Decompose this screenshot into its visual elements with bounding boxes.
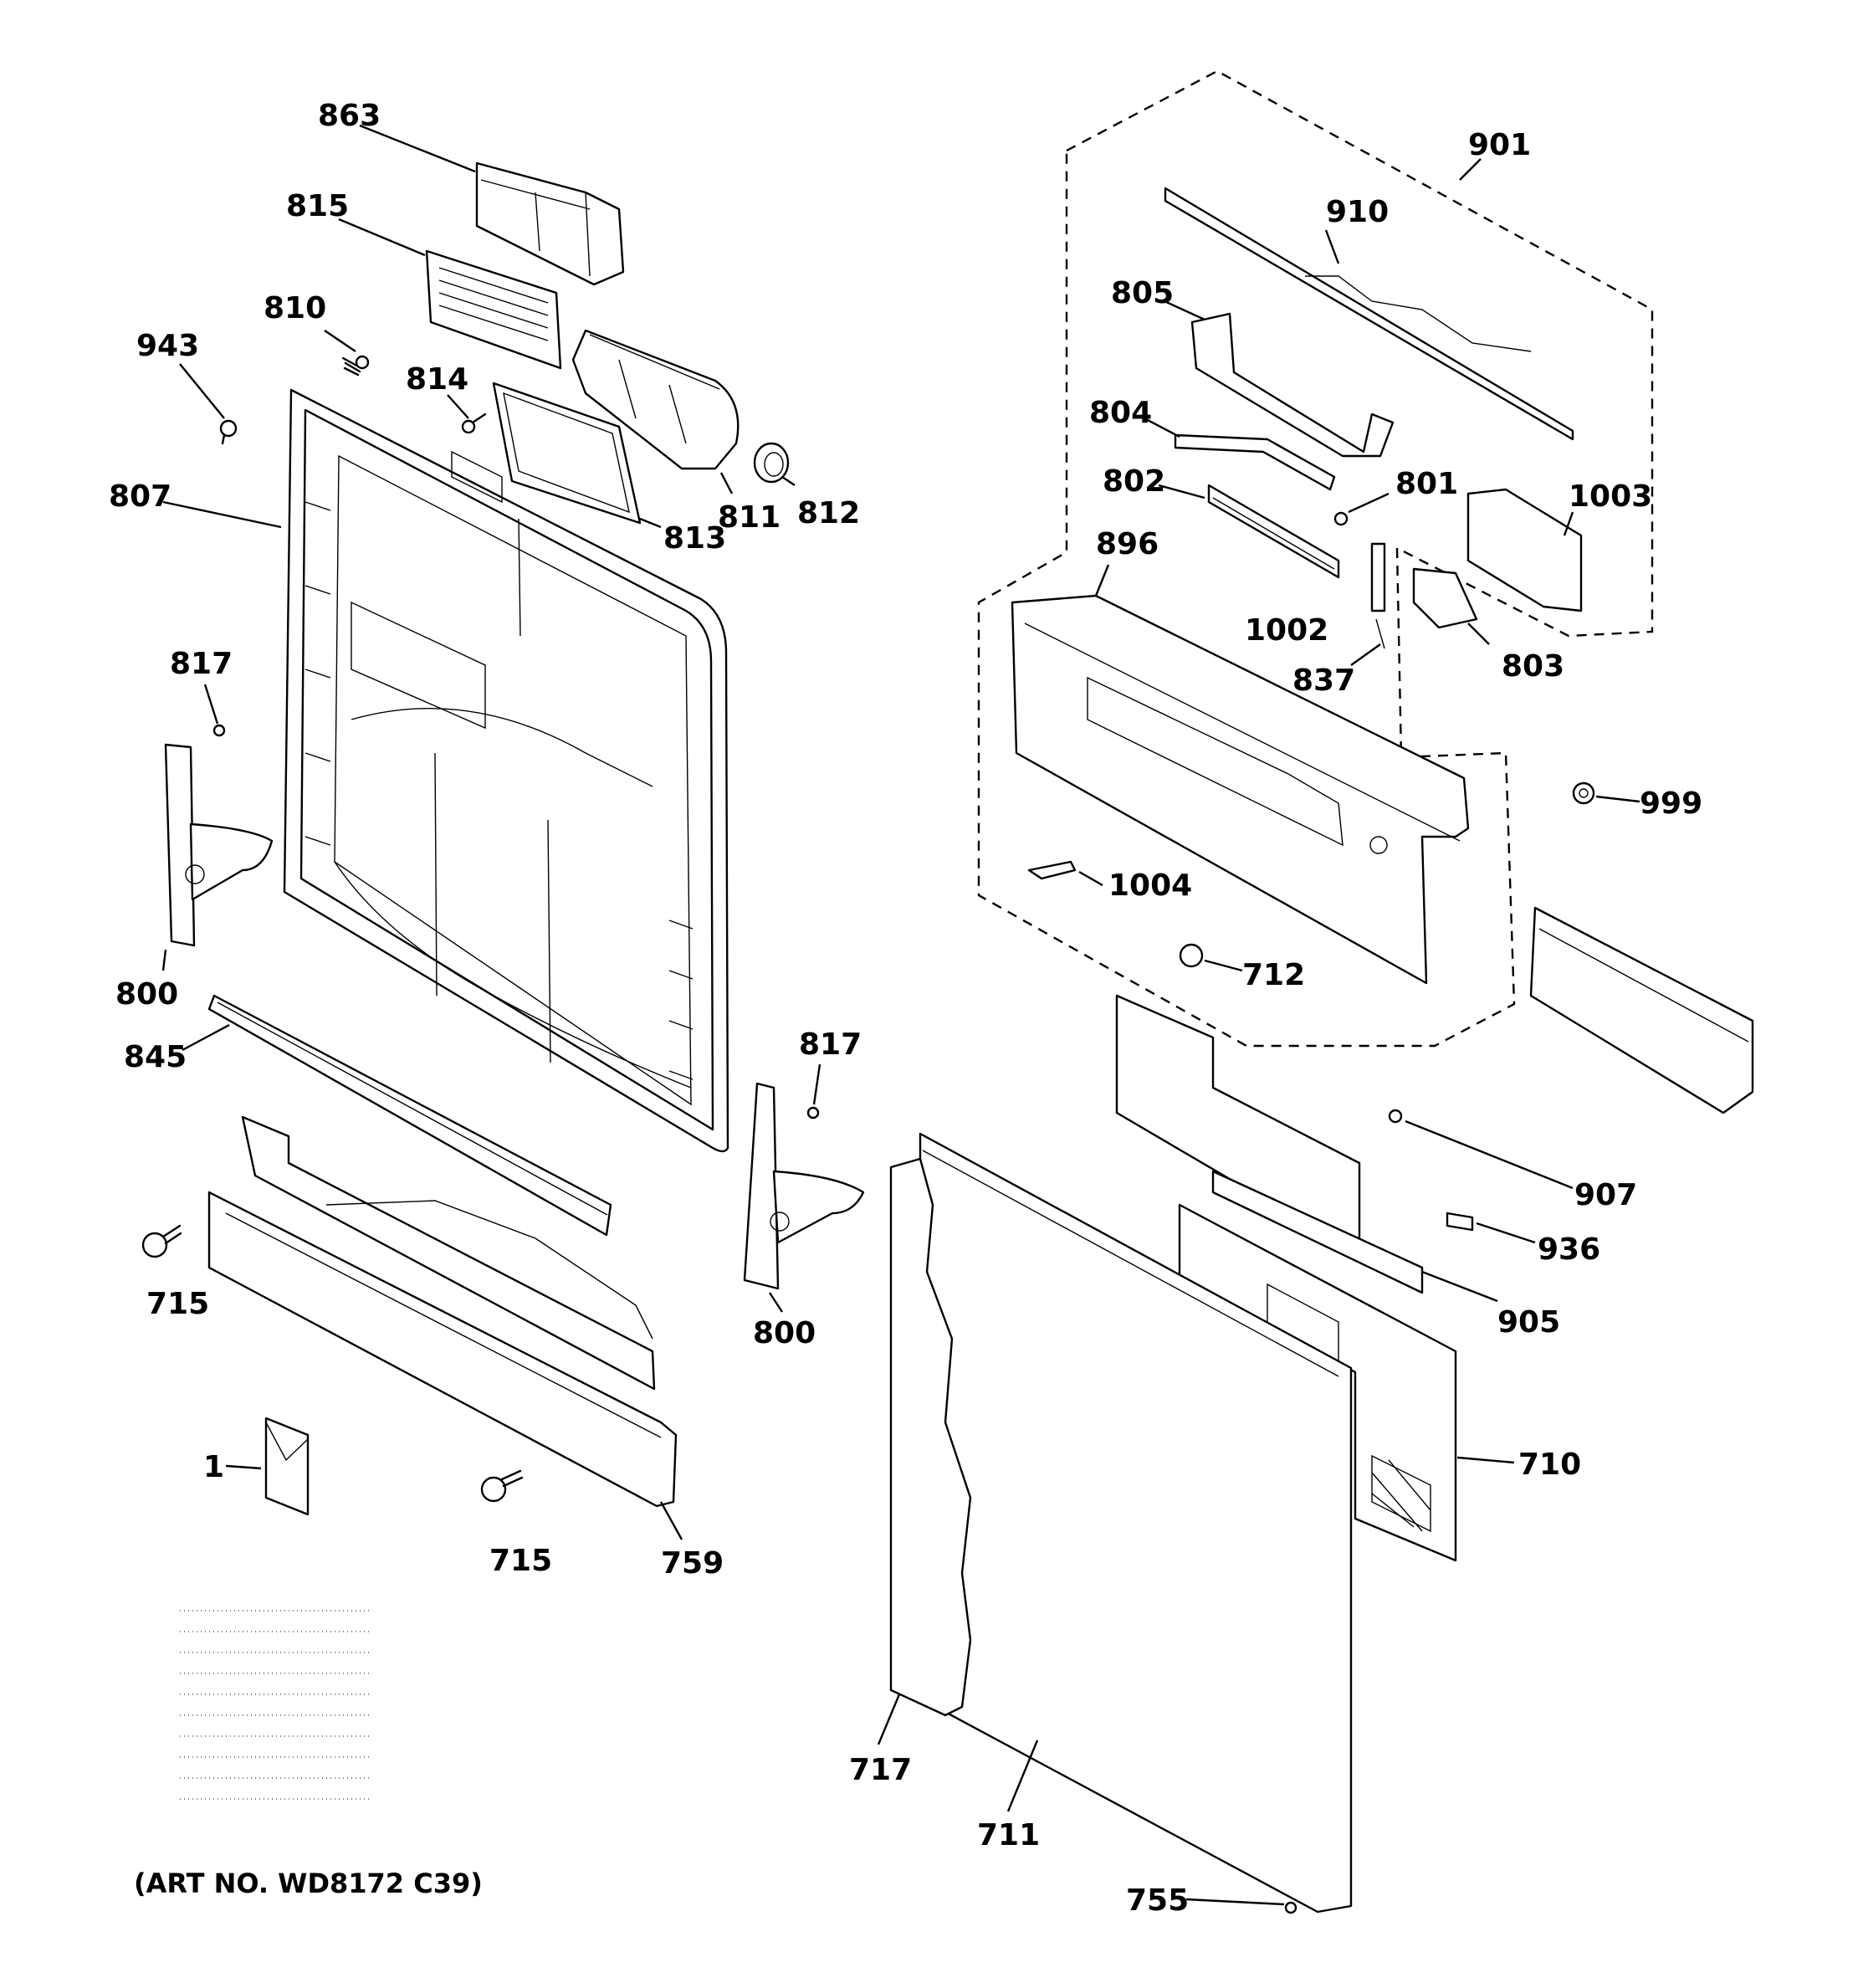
- label-910: 910: [1326, 195, 1389, 229]
- literature-packet: [264, 1417, 310, 1516]
- control-kit-boundary: [977, 69, 1654, 1048]
- label-814: 814: [406, 362, 468, 397]
- door-switch: [1370, 542, 1386, 649]
- label-815: 815: [286, 189, 349, 223]
- label-811: 811: [718, 500, 781, 535]
- screw-755: [1284, 1901, 1297, 1914]
- label-801: 801: [1395, 467, 1458, 501]
- vent-housing: [571, 329, 740, 470]
- label-837: 837: [1292, 664, 1355, 698]
- label-901: 901: [1468, 128, 1531, 162]
- screw-943: [219, 419, 238, 445]
- label-936: 936: [1538, 1232, 1600, 1267]
- label-1002: 1002: [1245, 613, 1328, 648]
- vent-cover: [475, 161, 625, 286]
- vent-grille: [425, 249, 562, 370]
- label-755: 755: [1126, 1883, 1189, 1918]
- label-943: 943: [136, 329, 199, 363]
- label-800-left: 800: [115, 977, 178, 1012]
- label-1: 1: [203, 1450, 224, 1484]
- screw-712: [1179, 943, 1204, 968]
- hinge-right: [743, 1082, 865, 1290]
- nut-999: [1572, 781, 1595, 805]
- hinge-left: [164, 743, 274, 947]
- control-panel: [1011, 594, 1470, 985]
- art-number-caption: (ART NO. WD8172 C39): [134, 1868, 483, 1899]
- label-812: 812: [797, 496, 860, 530]
- label-759: 759: [661, 1546, 724, 1581]
- toe-panel: [207, 1115, 678, 1508]
- label-1004: 1004: [1108, 868, 1192, 903]
- label-807: 807: [109, 479, 171, 514]
- screw-814: [461, 412, 487, 434]
- label-717: 717: [849, 1753, 912, 1787]
- screw-801: [1333, 511, 1349, 526]
- screw-817-left: [212, 724, 226, 737]
- label-710: 710: [1518, 1447, 1581, 1482]
- label-817-left: 817: [170, 647, 233, 681]
- label-1003: 1003: [1569, 479, 1652, 514]
- trim-channel: [1529, 906, 1754, 1114]
- door-latch: [1412, 567, 1478, 629]
- latch-frame: [1190, 312, 1395, 458]
- main-control-board: [1115, 994, 1424, 1294]
- latch-bracket: [1174, 433, 1336, 491]
- label-813: 813: [663, 521, 726, 556]
- label-715-right: 715: [489, 1544, 552, 1578]
- label-817-right: 817: [799, 1027, 862, 1062]
- latch-rail: [1207, 484, 1340, 579]
- label-712: 712: [1242, 958, 1305, 992]
- label-863: 863: [318, 99, 381, 133]
- screw-817-right: [806, 1106, 820, 1120]
- side-trim: [889, 1157, 972, 1717]
- control-bracket: [1164, 187, 1574, 441]
- label-711: 711: [977, 1818, 1040, 1852]
- label-804: 804: [1089, 396, 1152, 430]
- screw-907: [1388, 1109, 1403, 1124]
- outer-door-panel: [919, 1132, 1353, 1914]
- label-907: 907: [1574, 1178, 1637, 1212]
- label-845: 845: [124, 1040, 187, 1074]
- screw-715-left: [141, 1224, 182, 1258]
- connector-936: [1446, 1212, 1474, 1232]
- vent-gasket: [492, 382, 642, 525]
- label-805: 805: [1111, 276, 1174, 310]
- inner-door-liner: [283, 388, 729, 1153]
- dotted-area: [180, 1610, 372, 1800]
- screw-810: [341, 355, 370, 377]
- control-board: [1466, 488, 1583, 612]
- label-803: 803: [1502, 649, 1564, 684]
- clip-1004: [1027, 860, 1077, 880]
- label-896: 896: [1096, 527, 1159, 561]
- vent-knob: [753, 442, 790, 484]
- label-800-right: 800: [753, 1316, 816, 1350]
- door-strip: [207, 994, 612, 1237]
- label-715-left: 715: [146, 1287, 209, 1321]
- label-810: 810: [264, 291, 326, 325]
- screw-715-right: [480, 1469, 524, 1503]
- label-999: 999: [1640, 786, 1702, 821]
- label-802: 802: [1103, 464, 1165, 499]
- label-905: 905: [1497, 1305, 1560, 1340]
